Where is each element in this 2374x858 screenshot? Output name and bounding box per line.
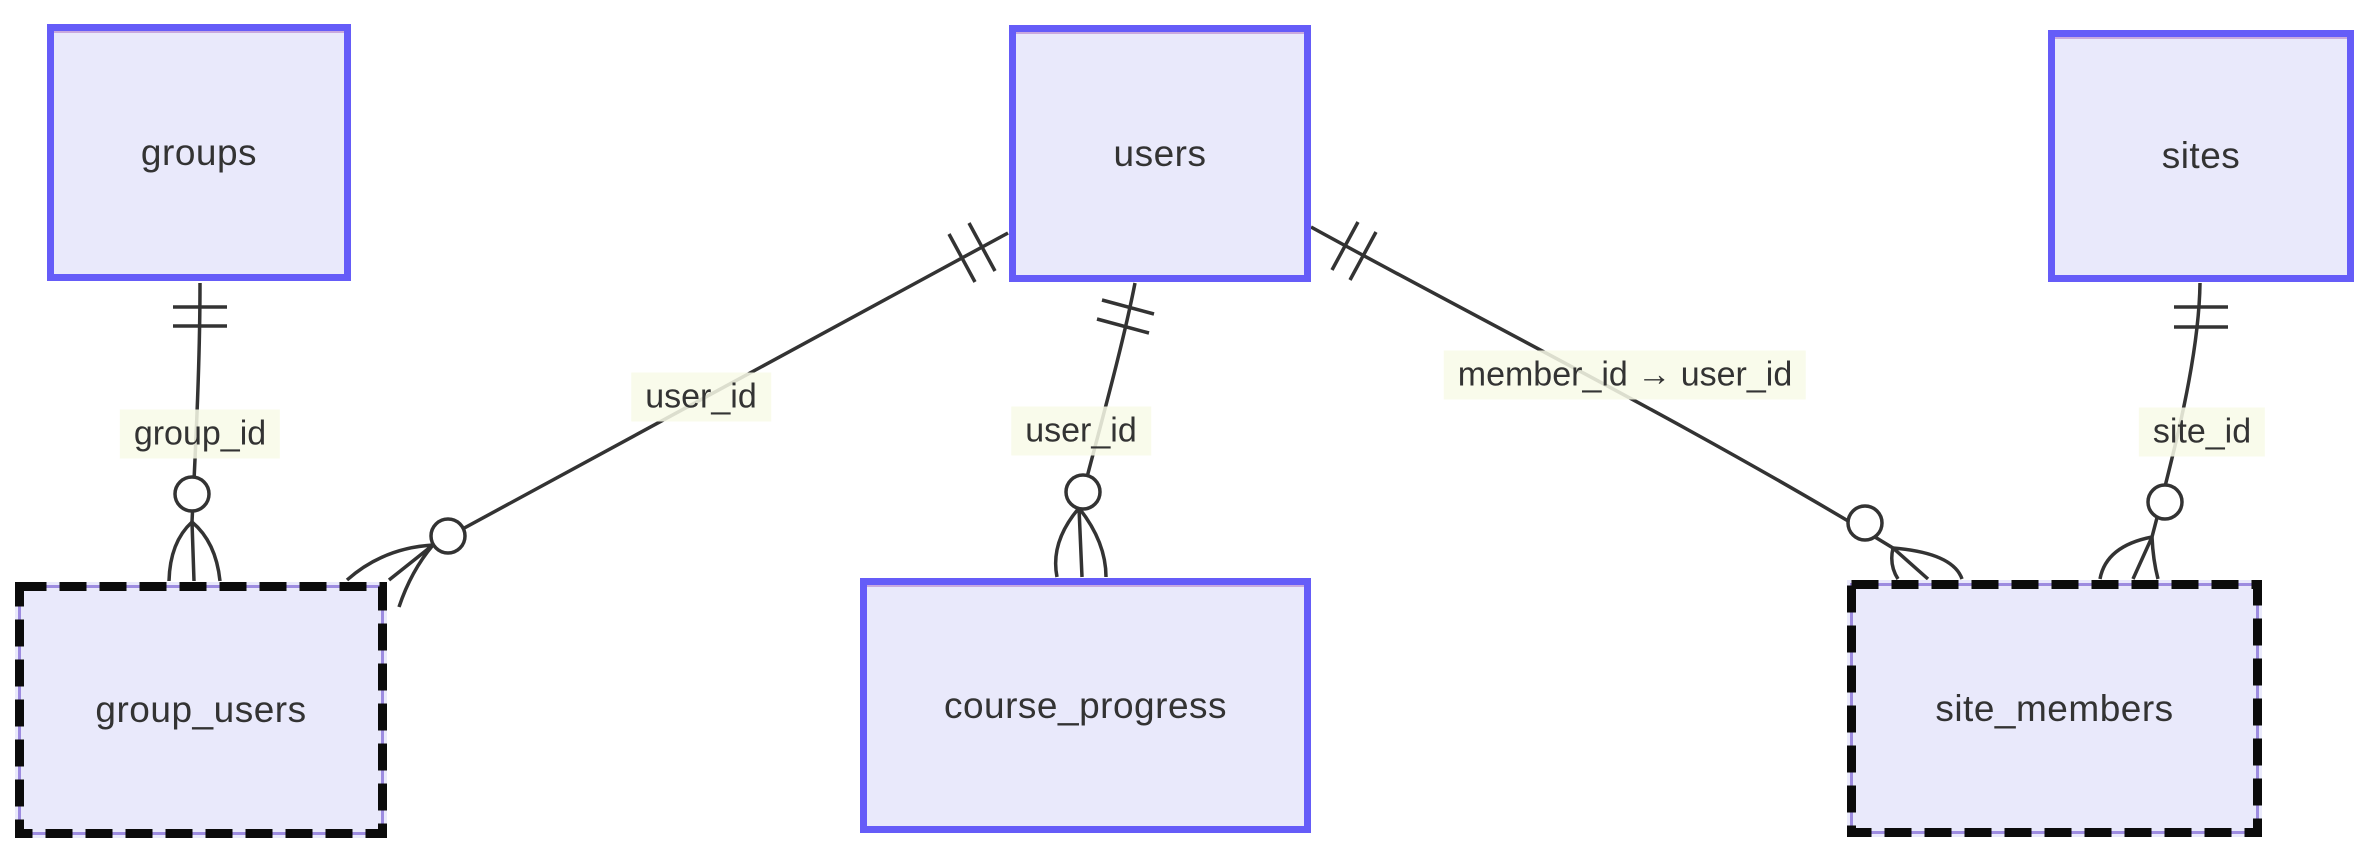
entity-groups[interactable]: groups bbox=[47, 24, 351, 281]
crow-foot-icon bbox=[1053, 506, 1108, 578]
zero-circle-icon bbox=[1846, 504, 1884, 542]
entity-users[interactable]: users bbox=[1009, 25, 1311, 282]
relationship-label-group-id: group_id bbox=[119, 409, 281, 459]
crow-foot-icon bbox=[1890, 546, 1964, 581]
entity-name: groups bbox=[140, 131, 258, 173]
relationship-users-group_users bbox=[345, 222, 1009, 608]
dashed-border-icon bbox=[1847, 580, 2262, 837]
relationship-groups-group_users bbox=[167, 282, 227, 582]
zero-circle-icon bbox=[173, 475, 211, 513]
crow-foot-icon bbox=[345, 543, 435, 608]
crow-foot-icon bbox=[2098, 535, 2160, 580]
entity-name: sites bbox=[2161, 135, 2241, 176]
relationship-users-course_progress bbox=[1053, 282, 1155, 578]
entity-name: group_users bbox=[95, 689, 307, 730]
relationship-label-user-id-middle: user_id bbox=[1011, 406, 1151, 456]
entity-site-members[interactable]: site_members bbox=[1847, 580, 2262, 837]
one-tick-icon bbox=[947, 233, 977, 283]
one-tick-icon bbox=[1096, 317, 1150, 335]
entity-group-users[interactable]: group_users bbox=[15, 582, 387, 838]
crow-foot-icon bbox=[167, 520, 222, 582]
one-tick-icon bbox=[1348, 231, 1378, 281]
dashed-border-icon bbox=[15, 582, 387, 838]
entity-name: course_progress bbox=[943, 684, 1228, 726]
relationship-label-site-id: site_id bbox=[2138, 407, 2266, 457]
relationship-label-user-id-left: user_id bbox=[631, 372, 771, 422]
entity-course-progress[interactable]: course_progress bbox=[860, 578, 1311, 833]
zero-circle-icon bbox=[429, 517, 467, 555]
one-tick-icon bbox=[1330, 221, 1360, 271]
entity-sites[interactable]: sites bbox=[2048, 30, 2354, 282]
one-tick-icon bbox=[967, 222, 997, 272]
entity-name: users bbox=[1113, 132, 1207, 174]
zero-circle-icon bbox=[2146, 483, 2184, 521]
one-tick-icon bbox=[1101, 298, 1155, 316]
relationship-users-site_members bbox=[1310, 221, 1964, 581]
entity-name: site_members bbox=[1935, 687, 2174, 729]
zero-circle-icon bbox=[1064, 473, 1102, 511]
relationship-label-member-id-user-id: member_id → user_id bbox=[1443, 350, 1807, 400]
